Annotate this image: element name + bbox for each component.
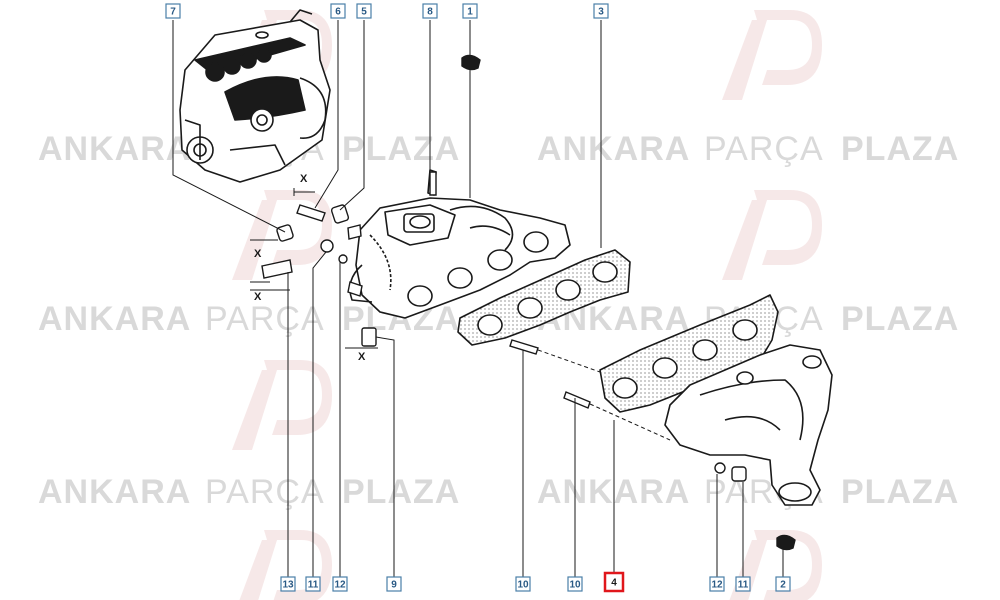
nut-part [731,466,747,482]
watermark-word: PARÇA [205,300,325,338]
x-markers: X X X X [250,173,378,363]
watermark-logo [722,10,822,100]
callout-label-c1: 1 [467,7,473,18]
callout-label-c5: 5 [361,7,367,18]
callout-box [567,576,583,592]
watermark-logo [239,530,332,600]
callout-box [386,576,402,592]
stud-part [296,204,326,222]
callout-box [332,576,348,592]
small-parts [261,54,796,551]
watermark-text-rows: ANKARA PARÇA PLAZA ANKARA PARÇA PLAZA AN… [38,130,959,511]
leader-line [375,336,395,577]
callout-box [305,576,321,592]
nut-part [330,204,350,224]
x-marker: X [254,248,262,260]
bolt-part [261,259,293,279]
callout-label-c12a: 12 [334,580,346,591]
watermark-word: PLAZA [342,473,460,511]
watermark-word: PARÇA [205,473,325,511]
watermark-word: PARÇA [704,130,824,168]
callout-label-c10a: 10 [517,580,529,591]
clip-part [461,54,481,71]
callout-label-c8: 8 [427,7,433,18]
callout-box [165,3,181,19]
watermark-word: ANKARA [38,300,191,338]
callout-box [422,3,438,19]
callout-label-c2: 2 [780,580,786,591]
callout-label-c6: 6 [335,7,341,18]
engine-illustration [179,9,331,183]
nut-part [276,224,294,242]
watermark-logo [722,190,822,280]
leader-line [339,20,365,211]
heat-shield-gasket [599,294,779,413]
gasket-upper [457,249,631,346]
watermark-word: PLAZA [342,130,460,168]
clip-part [776,534,796,551]
x-marker: X [358,351,366,363]
washer-part [338,254,348,264]
callout-box [280,576,296,592]
watermark-word: ANKARA [537,473,690,511]
callout-box [735,576,751,592]
callout-label-c3: 3 [598,7,604,18]
watermark-word: PLAZA [841,130,959,168]
stud-part [563,391,591,409]
watermark-word: PLAZA [841,473,959,511]
alignment-line [537,349,601,373]
alignment-line [589,403,671,441]
watermark-logo [232,190,332,280]
callout-label-c13: 13 [282,580,294,591]
sleeve-part [361,327,377,347]
leader-line [172,20,286,233]
callout-box [593,3,609,19]
callout-box [515,576,531,592]
watermark-word: ANKARA [38,130,191,168]
callout-box [356,3,372,19]
callout-box [775,576,791,592]
callout-box [330,3,346,19]
callout-label-c11a: 11 [308,580,319,591]
callout-box [603,571,625,593]
leader-lines [172,20,784,577]
exhaust-manifold-lower [664,344,833,506]
washer-part [714,462,726,474]
watermark-logo [729,530,822,600]
callout-box [709,576,725,592]
leader-line [312,251,327,577]
leader-line [314,20,339,209]
callout-label-c11b: 11 [738,580,749,591]
x-marker: X [254,291,262,303]
callout-label-c12b: 12 [711,580,723,591]
watermark-logo [232,360,332,450]
callout-label-c7: 7 [170,7,176,18]
watermark-word: PLAZA [841,300,959,338]
callout-label-c4: 4 [611,578,617,589]
watermark-word: ANKARA [537,130,690,168]
washer-part [320,239,334,253]
watermark-word: ANKARA [38,473,191,511]
callout-label-c10b: 10 [569,580,581,591]
x-marker: X [300,173,308,185]
stud-part [509,339,539,355]
callout-label-c9: 9 [391,580,397,591]
callout-box [462,3,478,19]
